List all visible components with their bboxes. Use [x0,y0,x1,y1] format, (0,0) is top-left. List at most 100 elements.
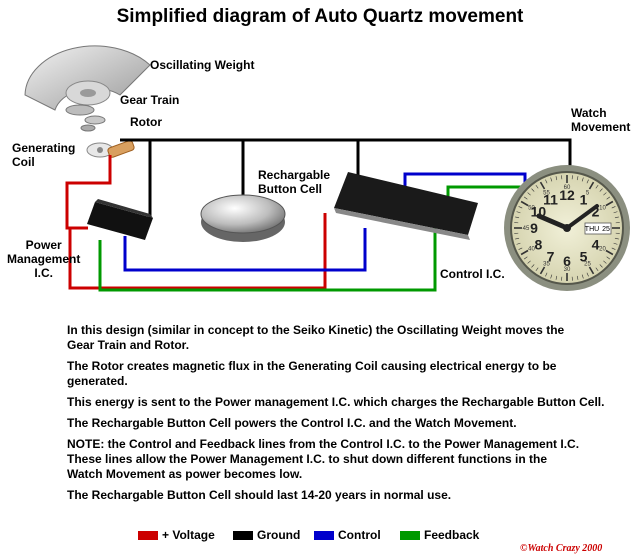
control-ic-chip [334,172,478,240]
page-title: Simplified diagram of Auto Quartz moveme… [116,6,524,27]
dial-tick [518,247,523,250]
dial-tick [581,177,584,182]
dial-tick [531,188,535,192]
oscillating-weight-image [24,45,151,111]
legend-control: Control [314,528,381,542]
minute-numeral: 30 [564,267,571,273]
dial-tick [595,184,599,189]
generating-coil-label: Generating Coil [12,141,76,169]
dial-tick [523,196,528,200]
hour-numeral: 7 [547,249,555,265]
dial-tick [520,200,529,207]
control-ic-label: Control I.C. [440,267,505,281]
minute-numeral: 35 [543,262,550,268]
dial-tick [586,272,589,277]
dial-tick [576,176,579,181]
dial-tick [545,272,548,277]
rechargeable-cell-label: Rechargable Button Cell [258,168,331,196]
dial-tick [581,274,584,279]
dial-tick [588,266,595,275]
rechargeable-button-cell [200,194,286,242]
dial-tick [611,247,616,250]
voltage-swatch [138,531,158,540]
dial-tick [595,267,599,272]
dial-tick [535,184,539,189]
hour-numeral: 8 [535,237,543,253]
control-wires [123,172,527,272]
description-paragraph: In this design (similar in concept to th… [67,323,565,352]
control-swatch [314,531,334,540]
hour-numeral: 12 [559,187,575,203]
rotor-coil-image [86,140,135,158]
minute-hand [565,204,599,230]
hour-numeral: 5 [580,249,588,265]
dial-tick [613,242,618,245]
description-paragraph: The Rechargable Button Cell powers the C… [67,416,517,430]
dial-tick [550,177,553,182]
dial-tick [611,206,616,209]
description: In this design (similar in concept to th… [67,323,627,509]
dial-tick [599,264,603,268]
dial-tick [555,275,558,280]
dial-tick [606,196,611,200]
legend-ground: Ground [233,528,300,542]
power-management-label: Power Management I.C. [7,238,81,280]
voltage-wires [65,155,327,290]
dial-tick [518,206,523,209]
rotor-label: Rotor [130,115,162,129]
copyright: ©Watch Crazy 2000 [520,543,603,554]
hour-numeral: 9 [530,220,538,236]
minute-numeral: 55 [543,190,550,196]
dial-tick [613,211,618,214]
description-paragraph: The Rotor creates magnetic flux in the G… [67,359,557,388]
dial-tick [605,249,614,256]
description-paragraph: The Rechargable Button Cell should last … [67,488,452,502]
dial-tick [614,237,619,240]
ground-swatch [233,531,253,540]
dial-tick [586,179,589,184]
gear-train-image [65,104,106,132]
dial-tick [539,266,546,275]
legend-voltage: + Voltage [138,528,215,542]
dial-tick [576,275,579,280]
minute-numeral: 5 [586,190,590,196]
hour-numeral: 4 [592,237,600,253]
gear-train-label: Gear Train [120,93,180,107]
dial-tick [550,274,553,279]
dial-tick [520,249,529,256]
dial-tick [539,181,546,190]
hour-numeral: 1 [580,191,588,207]
dial-tick [603,192,607,196]
dial-tick [535,267,539,272]
dial-tick [605,200,614,207]
ground-wires [120,138,572,220]
hour-numeral: 6 [563,253,571,269]
dial-tick [516,242,521,245]
dial-tick [606,256,611,260]
dial-tick [614,216,619,219]
minute-numeral: 40 [528,247,535,253]
power-management-ic [87,199,153,240]
oscillating-weight-label: Oscillating Weight [150,58,255,72]
hour-hand [536,213,570,231]
dial-tick [516,211,521,214]
minute-numeral: 25 [584,262,591,268]
minute-numeral: 20 [599,247,606,253]
dial-tick [555,176,558,181]
dial-tick [531,264,535,268]
dial-tick [523,256,528,260]
dial-tick [545,179,548,184]
description-paragraph: NOTE: the Control and Feedback lines fro… [67,437,580,481]
legend-feedback: Feedback [400,528,479,542]
dial-tick [527,192,531,196]
hour-numeral: 2 [592,204,600,220]
minute-numeral: 60 [564,185,571,191]
watch-date: 25 [602,226,610,233]
dial-tick [588,181,595,190]
hour-numeral: 11 [543,191,558,207]
dial-tick [527,260,531,264]
minute-numeral: 45 [523,226,530,232]
feedback-swatch [400,531,420,540]
